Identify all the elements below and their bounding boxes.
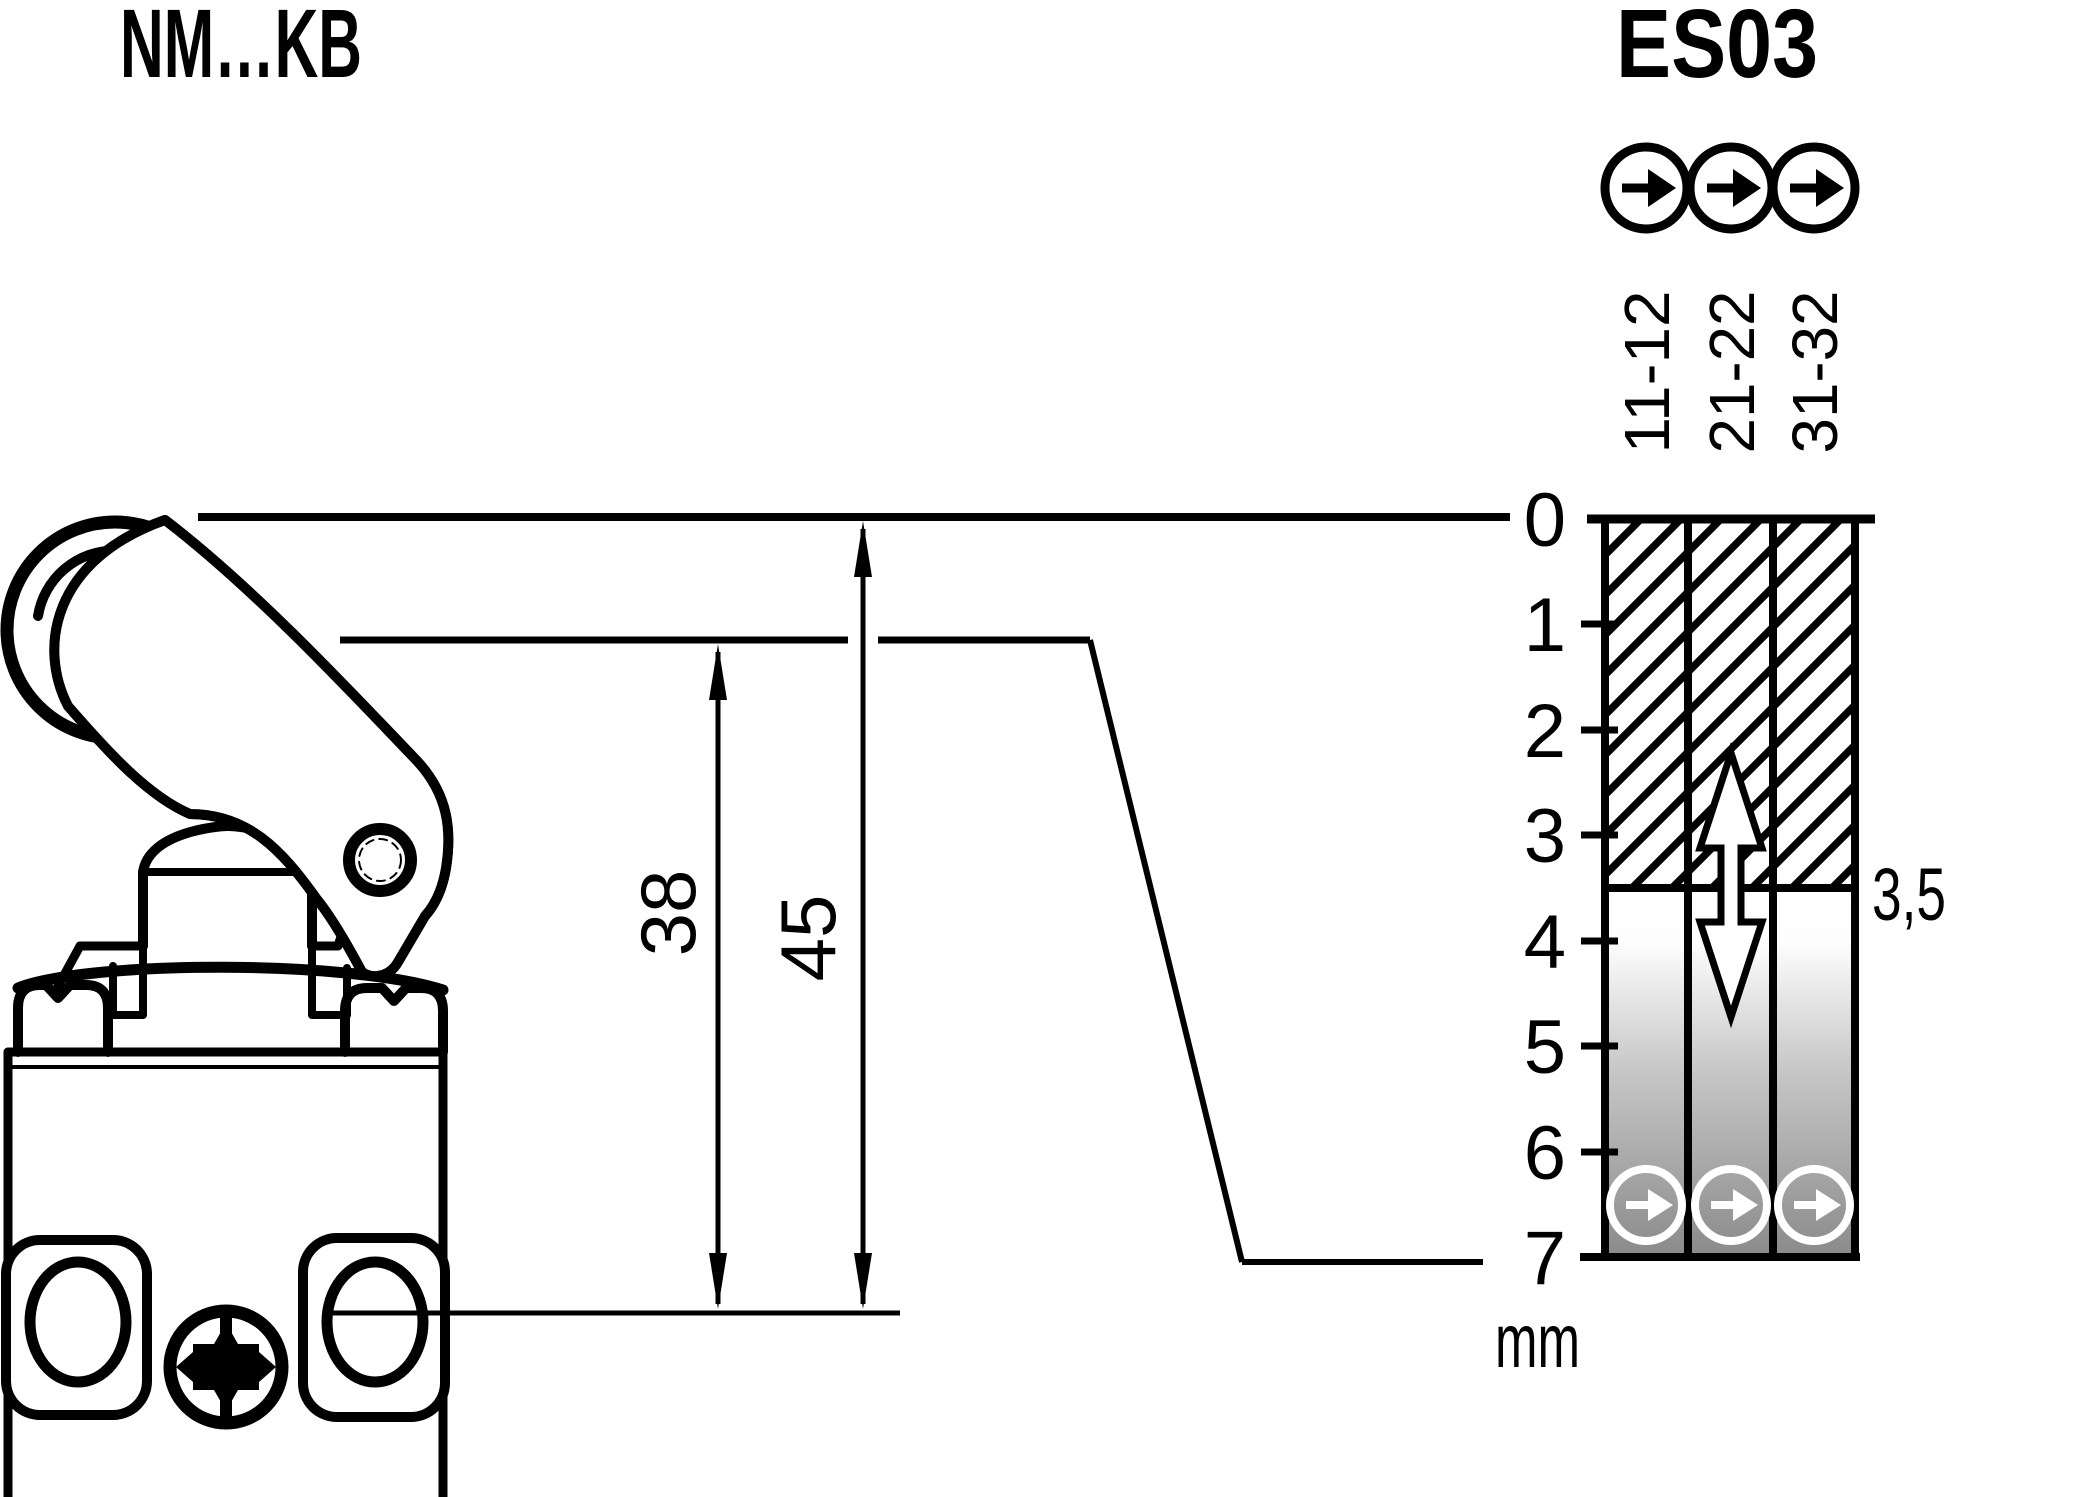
cap-left-seal xyxy=(13,980,113,1057)
contact-label-21-22: 21-22 xyxy=(1696,291,1768,454)
positive-opening-icon-white xyxy=(1606,1165,1686,1245)
bar-31-32-open xyxy=(1777,888,1851,1253)
product-series-title: NM…KB xyxy=(120,0,362,98)
bar-11-12-open xyxy=(1609,888,1684,1253)
travel-diagram: 11-12 21-22 31-32 xyxy=(1495,142,1946,1384)
travel-diagram-title: ES03 xyxy=(1616,0,1818,98)
right-mounting-slot xyxy=(321,1256,429,1388)
lever-pivot-hole xyxy=(343,823,417,897)
contact-label-31-32: 31-32 xyxy=(1779,291,1851,454)
bar-31-32-closed xyxy=(1777,523,1851,888)
cover-screw xyxy=(163,1304,289,1430)
positive-opening-icons-bottom xyxy=(1606,1165,1854,1245)
scale-6: 6 xyxy=(1524,1111,1566,1196)
scale-ticks xyxy=(1581,620,1618,1156)
scale-4: 4 xyxy=(1524,900,1566,985)
transfer-diagonal xyxy=(1087,639,1245,1263)
scale-1: 1 xyxy=(1524,583,1566,668)
roller-lever xyxy=(0,515,448,976)
scale-5: 5 xyxy=(1524,1005,1566,1090)
dimension-38-label: 38 xyxy=(624,870,712,957)
dimension-45-label: 45 xyxy=(764,895,852,982)
contact-label-11-12: 11-12 xyxy=(1611,291,1683,454)
diagram-frame xyxy=(1580,514,1875,1261)
dimension-38: 38 xyxy=(624,644,727,1309)
switch-body xyxy=(1,903,450,1497)
positive-opening-icons-top xyxy=(1600,142,1860,234)
positive-opening-icon xyxy=(1768,142,1860,234)
positive-opening-icon-white xyxy=(1691,1165,1771,1245)
positive-opening-icon xyxy=(1685,142,1777,234)
scale-3: 3 xyxy=(1524,794,1566,879)
actuation-direction-arrow-icon xyxy=(1695,741,1767,1029)
left-mounting-slot xyxy=(24,1256,132,1388)
cap-right-seal xyxy=(340,983,448,1057)
positive-opening-icon-white xyxy=(1774,1165,1854,1245)
travel-scale-labels: 0 1 2 3 4 5 6 7 mm 3,5 xyxy=(1495,478,1946,1384)
positive-opening-value: 3,5 xyxy=(1872,853,1946,936)
cap-arc xyxy=(12,961,449,996)
positive-opening-icon xyxy=(1600,142,1692,234)
limit-switch-drawing xyxy=(0,515,450,1497)
scale-0: 0 xyxy=(1524,478,1566,563)
reference-lines xyxy=(198,513,1510,1316)
plunger-guide xyxy=(109,942,351,1019)
scale-unit: mm xyxy=(1495,1299,1580,1384)
scale-2: 2 xyxy=(1524,689,1566,774)
bar-11-12-closed xyxy=(1609,523,1684,888)
scale-7: 7 xyxy=(1524,1216,1566,1301)
dimension-45: 45 xyxy=(764,521,872,1309)
